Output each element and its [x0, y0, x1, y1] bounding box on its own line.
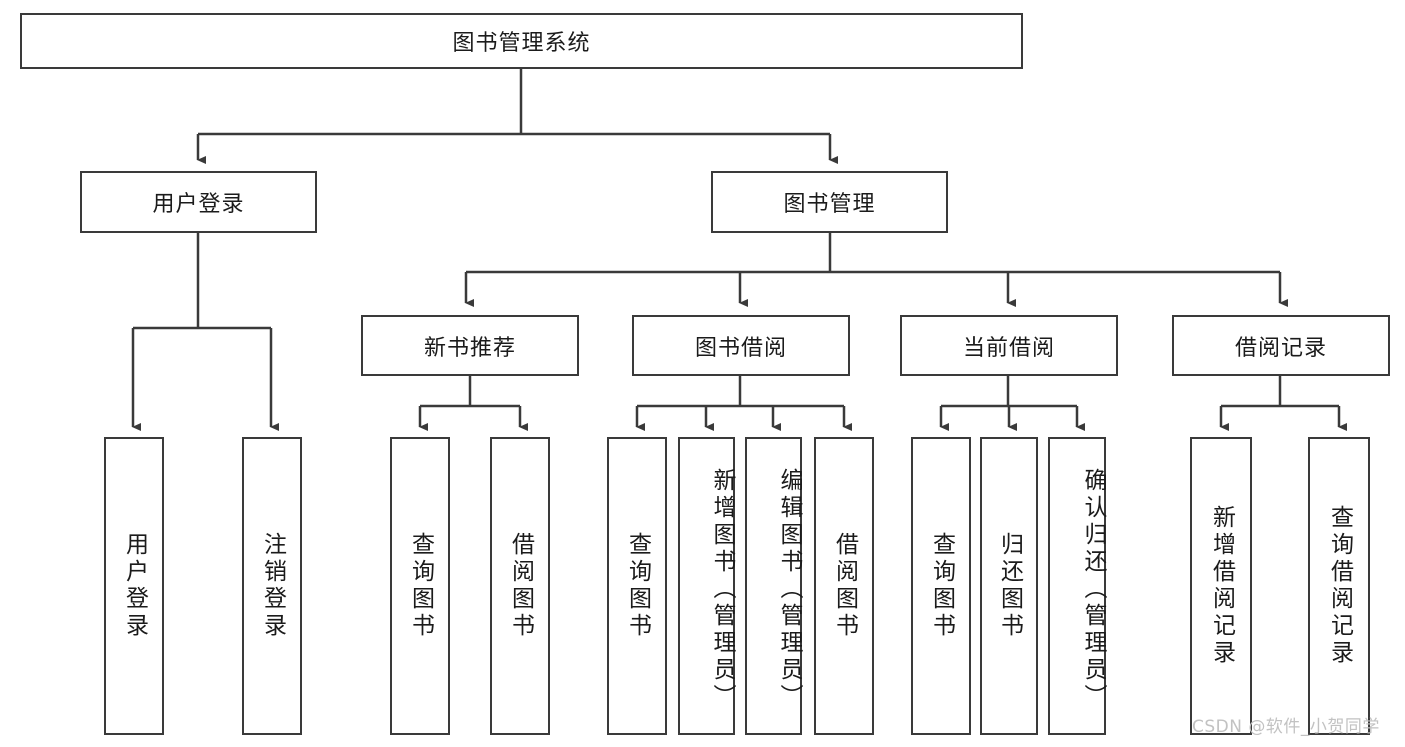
node-label: 借阅记录 [1234, 335, 1327, 361]
node-leaf-borrow-book-1[interactable]: 借阅图书 [490, 437, 550, 735]
node-leaf-confirm-return[interactable]: 确认归还（管理员） [1048, 437, 1106, 735]
node-borrow-record[interactable]: 借阅记录 [1172, 315, 1390, 376]
watermark-text: CSDN @软件_小贺同学 [1192, 717, 1380, 737]
node-leaf-return-book[interactable]: 归还图书 [980, 437, 1038, 735]
node-label: 确认归还（管理员） [1080, 467, 1106, 711]
node-label: 当前借阅 [962, 335, 1055, 361]
node-leaf-query-book-1[interactable]: 查询图书 [390, 437, 450, 735]
node-leaf-add-book[interactable]: 新增图书（管理员） [678, 437, 735, 735]
node-leaf-query-record[interactable]: 查询借阅记录 [1308, 437, 1370, 735]
node-label: 图书管理 [783, 192, 876, 217]
node-label: 借阅图书 [831, 532, 858, 640]
node-label: 新增图书（管理员） [709, 467, 735, 711]
node-leaf-query-book-2[interactable]: 查询图书 [607, 437, 667, 735]
node-leaf-query-book-3[interactable]: 查询图书 [911, 437, 971, 735]
node-current-borrow[interactable]: 当前借阅 [900, 315, 1118, 376]
node-leaf-borrow-book-2[interactable]: 借阅图书 [814, 437, 874, 735]
node-leaf-add-record[interactable]: 新增借阅记录 [1190, 437, 1252, 735]
node-new-book-recommend[interactable]: 新书推荐 [361, 315, 579, 376]
node-label: 查询图书 [928, 532, 955, 640]
node-label: 查询图书 [407, 532, 434, 640]
node-label: 查询图书 [624, 532, 651, 640]
node-leaf-logout-login[interactable]: 注销登录 [242, 437, 302, 735]
node-label: 用户登录 [121, 532, 148, 640]
node-label: 归还图书 [996, 532, 1023, 640]
node-book-borrow[interactable]: 图书借阅 [632, 315, 850, 376]
node-label: 用户登录 [152, 192, 245, 217]
node-label: 注销登录 [259, 532, 286, 640]
node-label: 新增借阅记录 [1208, 505, 1235, 667]
node-label: 查询借阅记录 [1326, 505, 1353, 667]
node-user-login[interactable]: 用户登录 [80, 171, 317, 233]
node-leaf-edit-book[interactable]: 编辑图书（管理员） [745, 437, 802, 735]
node-book-management-system[interactable]: 图书管理系统 [20, 13, 1023, 69]
node-label: 借阅图书 [507, 532, 534, 640]
node-label: 新书推荐 [423, 335, 516, 361]
node-leaf-user-login[interactable]: 用户登录 [104, 437, 164, 735]
node-label: 图书借阅 [694, 335, 787, 361]
node-label: 图书管理系统 [452, 31, 591, 56]
node-label: 编辑图书（管理员） [776, 467, 802, 711]
node-book-management[interactable]: 图书管理 [711, 171, 948, 233]
